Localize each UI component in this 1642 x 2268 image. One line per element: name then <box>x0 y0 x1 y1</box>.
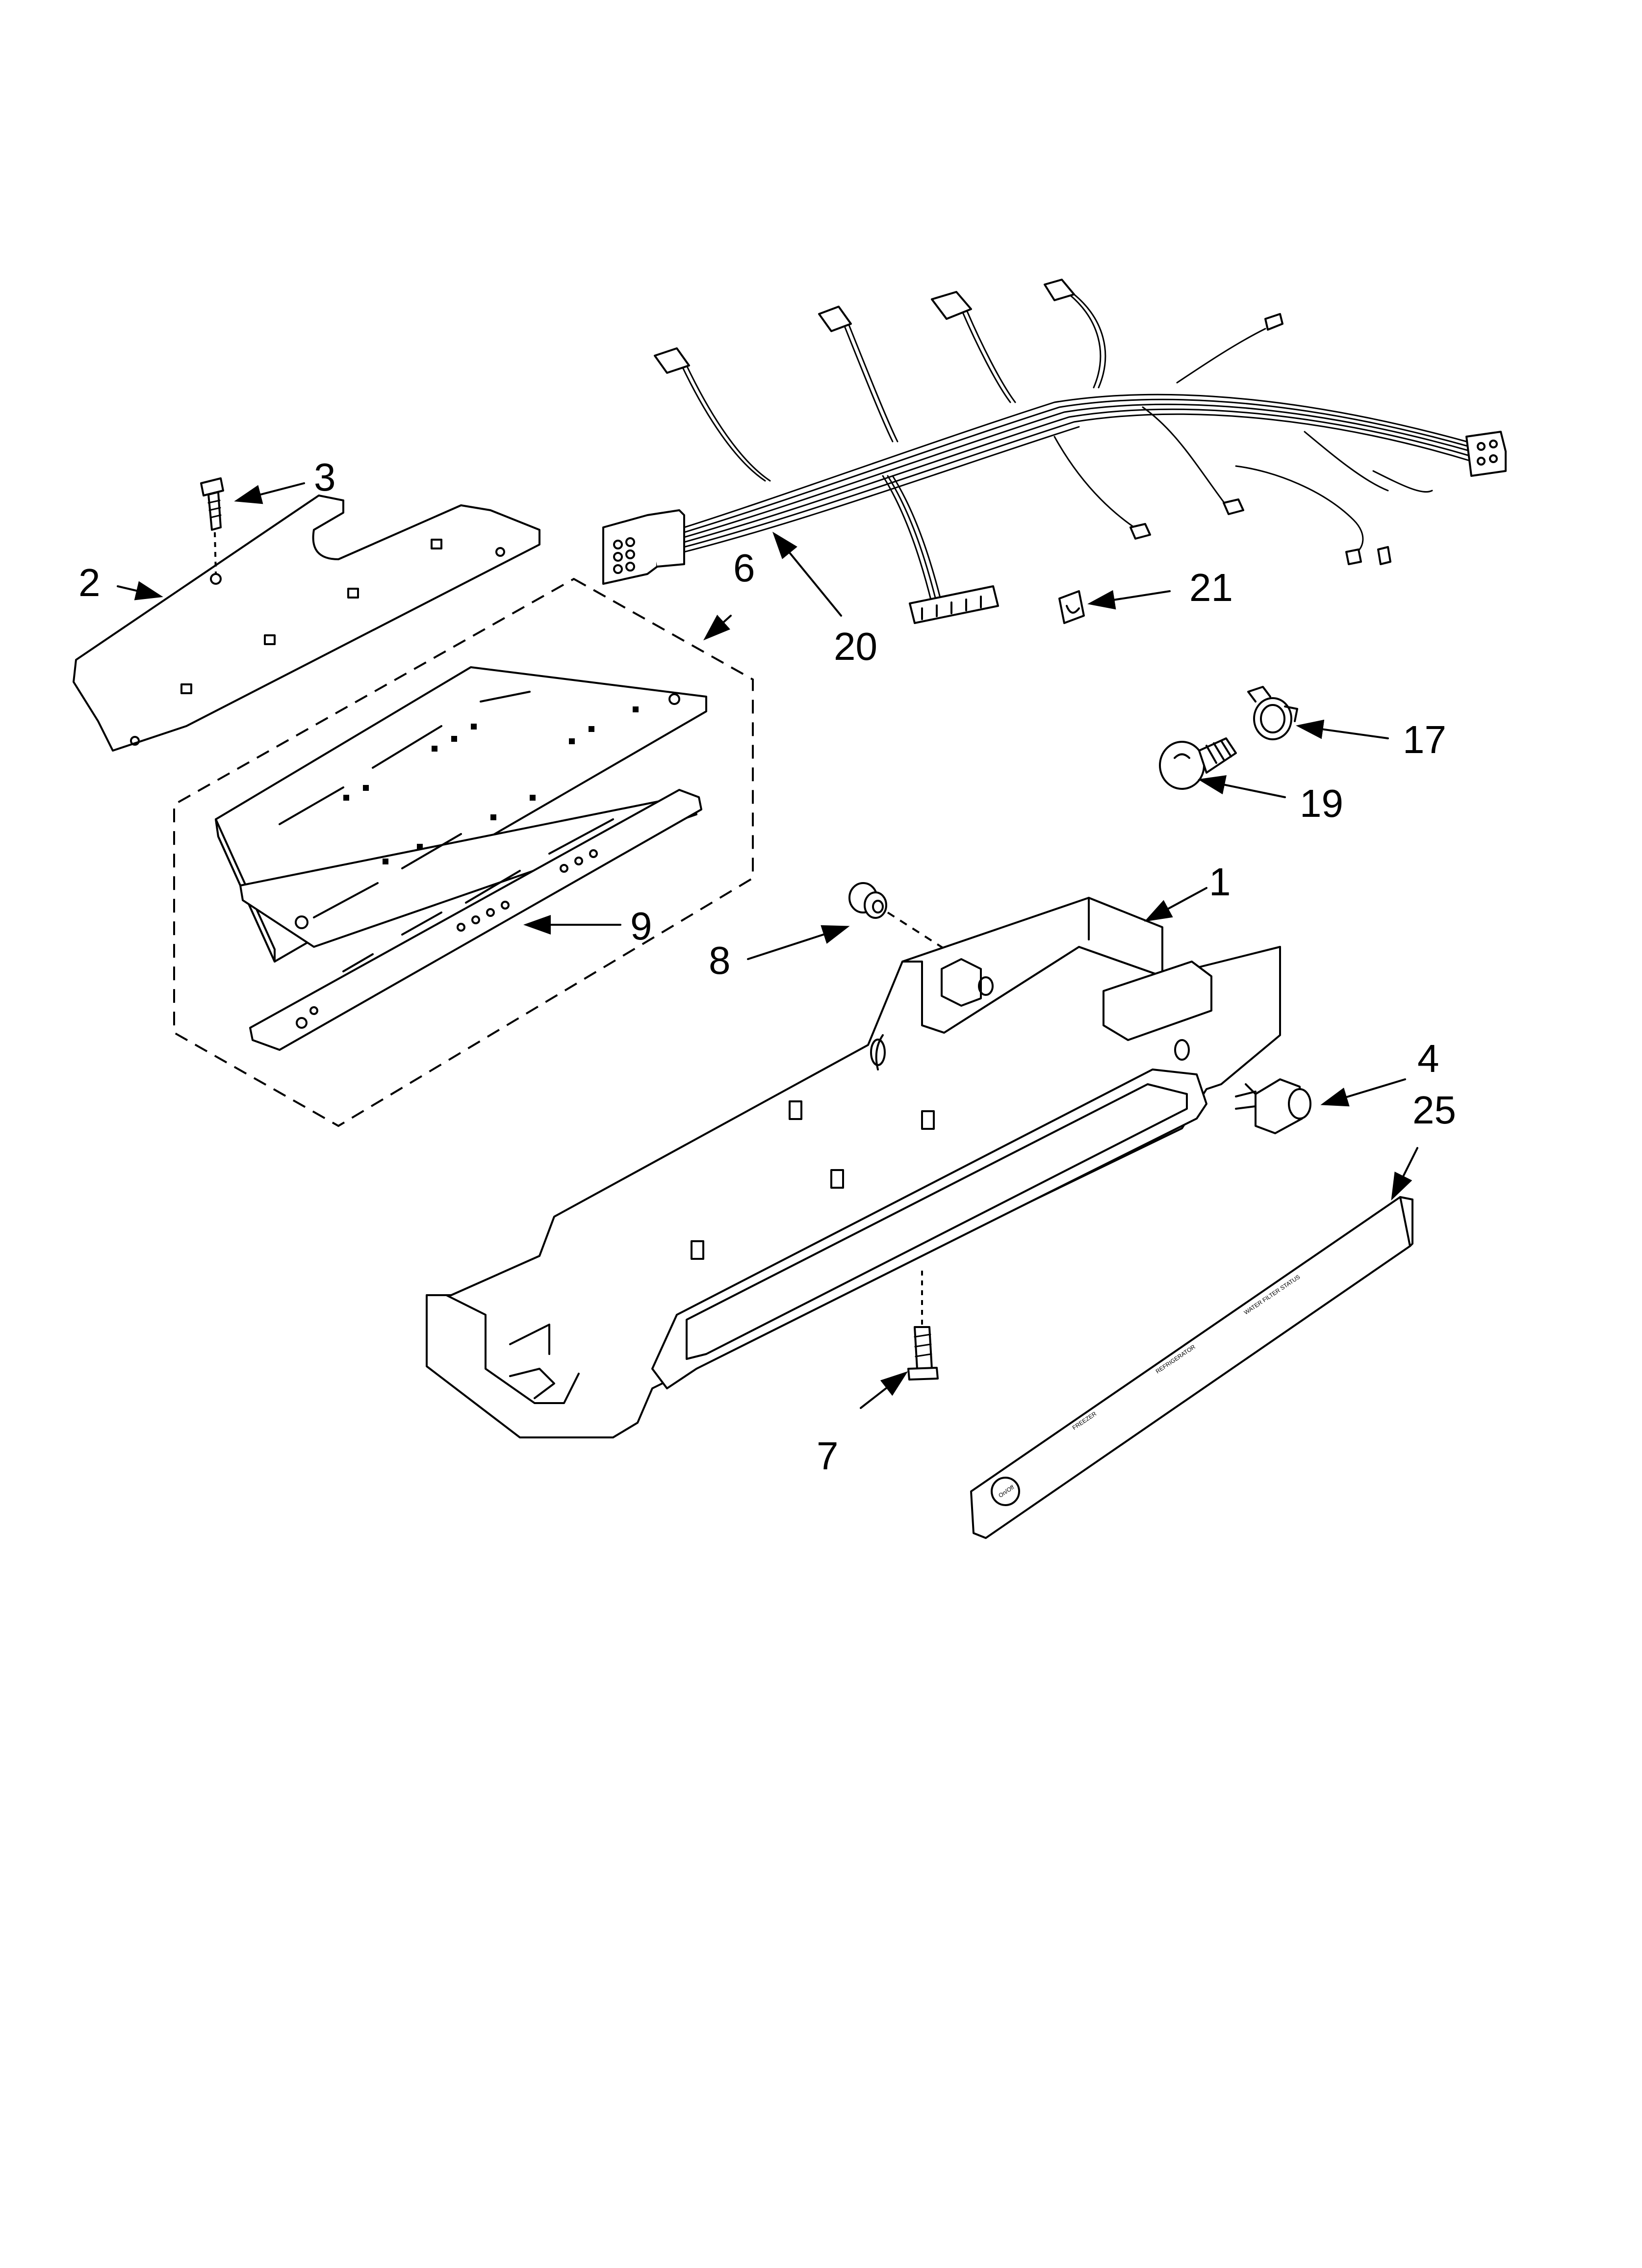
screw-3 <box>200 477 224 585</box>
callout-4: 4 <box>1417 1037 1439 1080</box>
callout-3: 3 <box>314 455 336 499</box>
switch-4 <box>1235 1078 1311 1134</box>
callout-9: 9 <box>630 904 652 948</box>
clip-21 <box>1058 590 1085 624</box>
housing-1 <box>426 897 1281 1438</box>
callout-7: 7 <box>817 1434 839 1478</box>
callout-19: 19 <box>1300 782 1343 825</box>
callout-2: 2 <box>78 561 101 604</box>
leader-arrows <box>117 482 1418 1409</box>
control-board-lower <box>249 789 702 1051</box>
connector-pins <box>613 537 635 574</box>
lamp-socket-17 <box>1247 686 1298 740</box>
wire-harness <box>602 279 1507 624</box>
callout-1: 1 <box>1209 860 1231 904</box>
lamp-bulb-19 <box>1159 737 1237 790</box>
led-row <box>457 849 598 932</box>
cover-plate <box>73 495 540 752</box>
callout-17: 17 <box>1403 718 1446 761</box>
callout-labels: 3 2 6 20 21 17 19 1 8 9 4 25 7 <box>78 455 1456 1478</box>
board-group-boundary <box>173 577 754 1127</box>
screw-7 <box>907 1326 939 1381</box>
display-panel-25: On/Off FREEZER REFRIGERATOR WATER FILTER… <box>970 1196 1413 1539</box>
callout-8: 8 <box>709 938 731 982</box>
callout-6: 6 <box>733 546 755 590</box>
control-board-upper <box>215 666 707 963</box>
callout-25: 25 <box>1412 1088 1456 1132</box>
callout-21: 21 <box>1189 566 1233 609</box>
callout-20: 20 <box>834 625 877 668</box>
board-components <box>343 706 639 864</box>
